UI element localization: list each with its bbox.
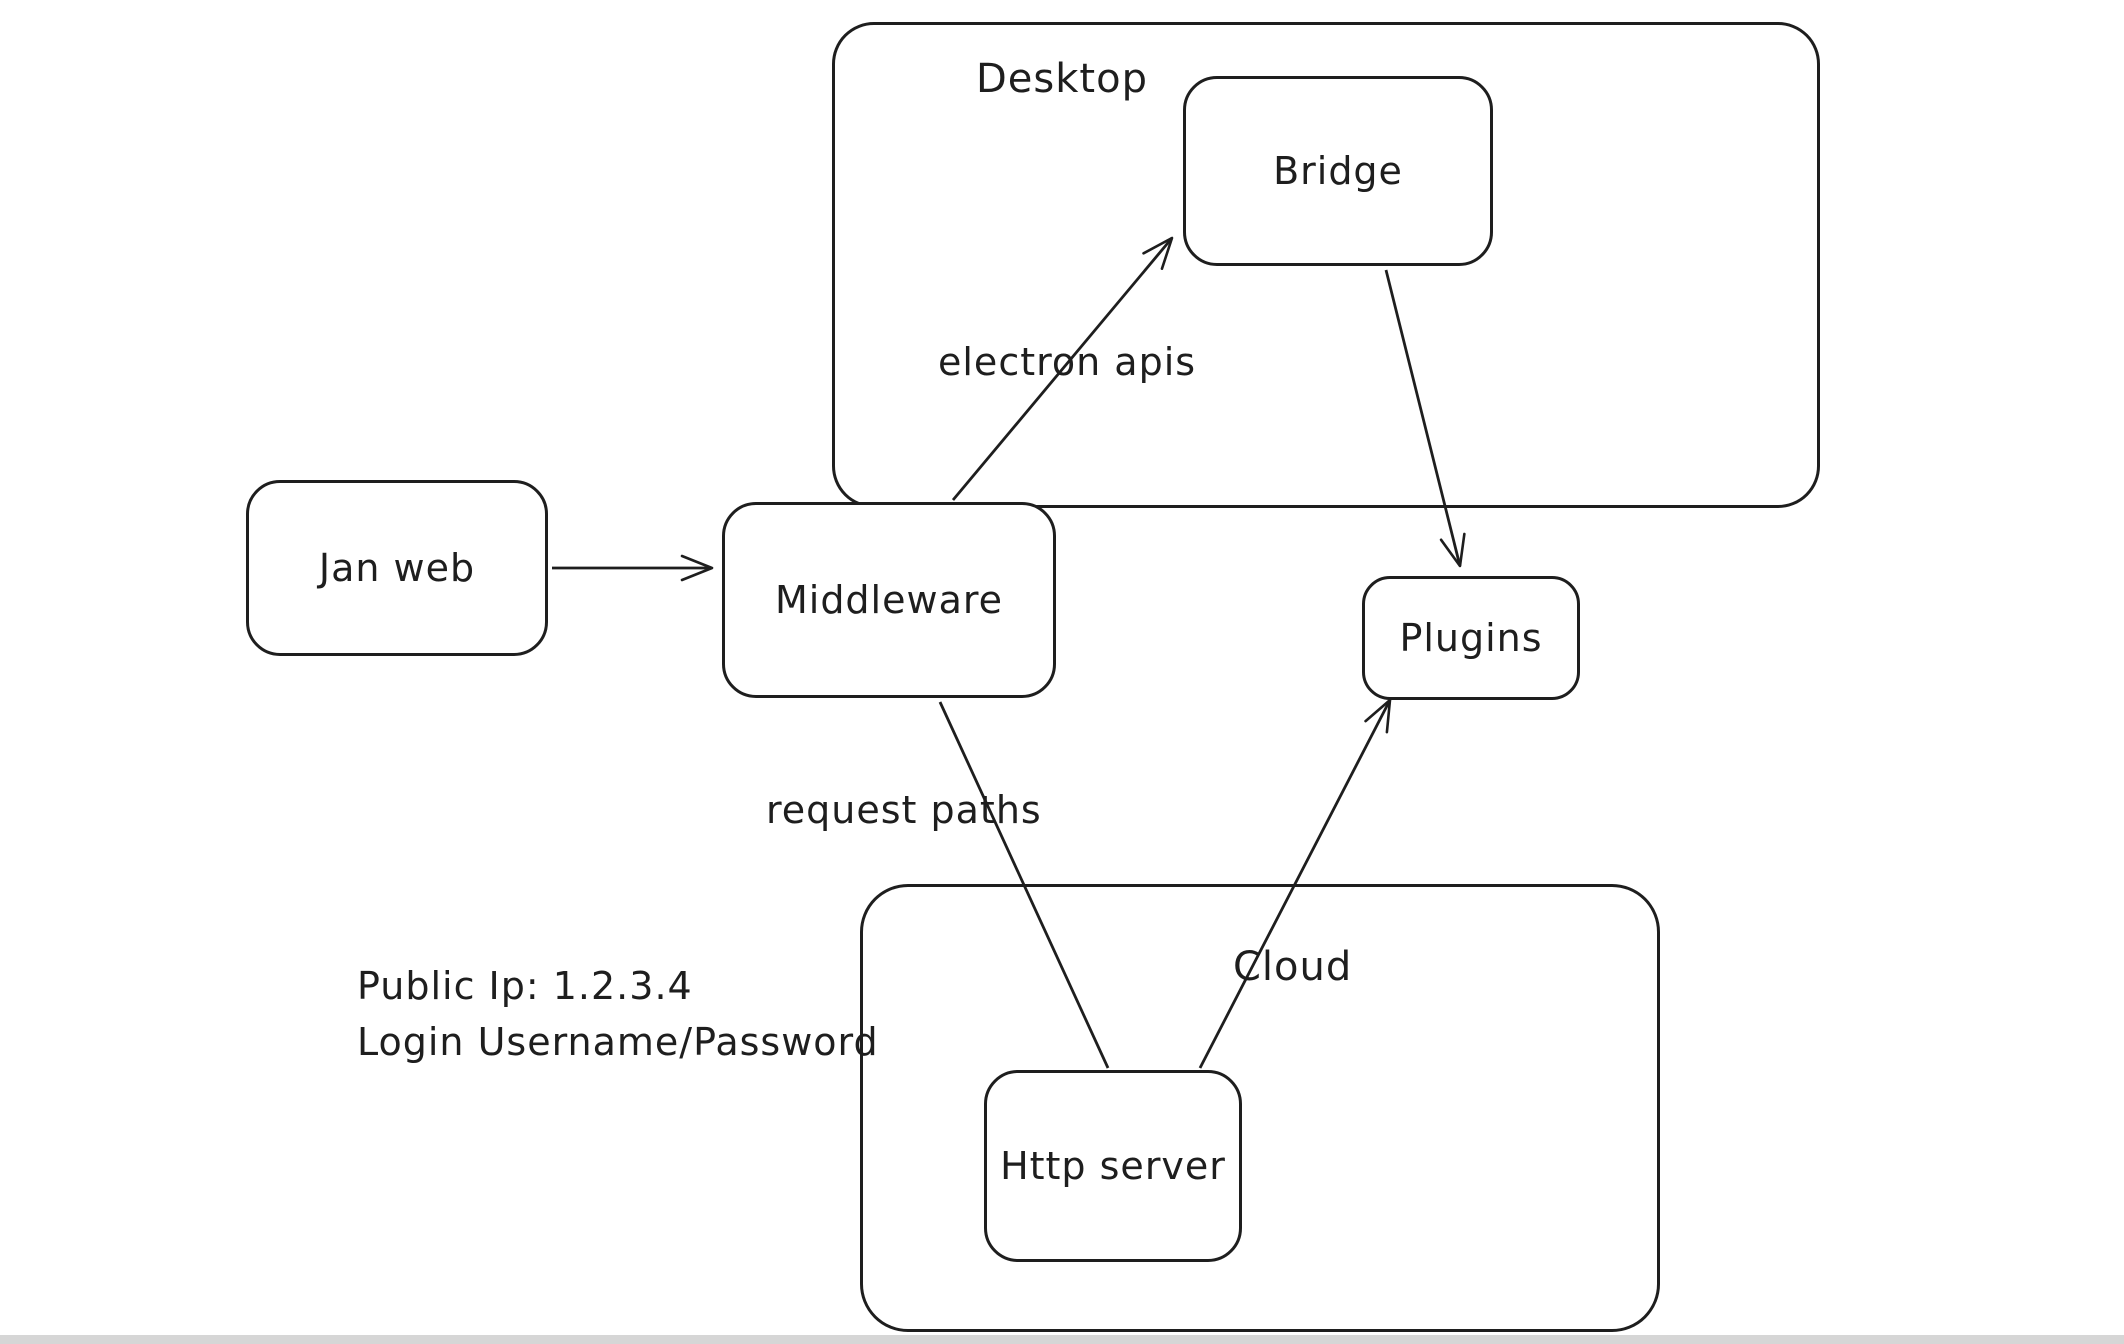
node-http-server-label: Http server <box>1000 1144 1226 1188</box>
cloud-container-label[interactable]: Cloud <box>1233 944 1353 990</box>
node-bridge[interactable]: Bridge <box>1183 76 1493 266</box>
edge-label-request-paths[interactable]: request paths <box>766 788 1042 832</box>
bottom-screen-edge <box>0 1335 2124 1344</box>
node-http-server[interactable]: Http server <box>984 1070 1242 1262</box>
desktop-container-label[interactable]: Desktop <box>976 56 1148 102</box>
edge-http-server-to-plugins[interactable] <box>1198 698 1392 1069</box>
cloud-container-box[interactable] <box>860 884 1660 1332</box>
annotation-public-ip[interactable]: Public Ip: 1.2.3.4 <box>357 964 693 1008</box>
node-plugins-label: Plugins <box>1399 616 1543 660</box>
node-middleware[interactable]: Middleware <box>722 502 1056 698</box>
annotation-login[interactable]: Login Username/Password <box>357 1020 879 1064</box>
edge-bridge-to-plugins[interactable] <box>1384 269 1466 568</box>
node-plugins[interactable]: Plugins <box>1362 576 1580 700</box>
node-bridge-label: Bridge <box>1273 149 1403 193</box>
node-jan-web-label: Jan web <box>318 546 476 590</box>
desktop-container-box[interactable] <box>832 22 1820 508</box>
edge-middleware-to-http-server[interactable] <box>938 701 1110 1069</box>
node-middleware-label: Middleware <box>774 578 1004 622</box>
edge-label-electron-apis[interactable]: electron apis <box>938 340 1197 384</box>
node-jan-web[interactable]: Jan web <box>246 480 548 656</box>
edge-middleware-to-bridge[interactable] <box>951 236 1174 501</box>
